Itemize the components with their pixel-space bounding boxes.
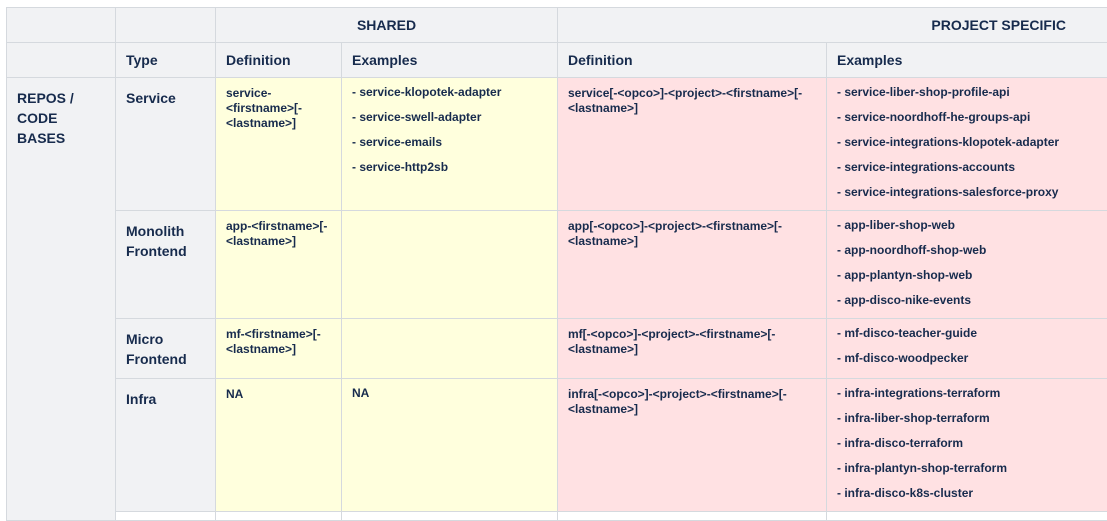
filler-cell	[116, 512, 216, 521]
shared-examples-cell: NA	[342, 379, 558, 512]
list-item: - app-noordhoff-shop-web	[837, 243, 1106, 258]
project-definition-cell: mf[-<opco>]-<project>-<firstname>[-<last…	[558, 319, 827, 379]
list-item: - service-liber-shop-profile-api	[837, 85, 1106, 100]
shared-definition-cell: app-<firstname>[-<lastname>]	[216, 211, 342, 319]
shared-definition-cell: mf-<firstname>[-<lastname>]	[216, 319, 342, 379]
category-label: REPOS / CODE BASES	[7, 78, 116, 521]
table-row-micro-frontend: Micro Frontend mf-<firstname>[-<lastname…	[7, 319, 1107, 379]
shared-definition-cell: NA	[216, 379, 342, 512]
filler-cell	[216, 512, 342, 521]
header-shared: SHARED	[216, 8, 558, 43]
list-item: - infra-integrations-terraform	[837, 386, 1106, 401]
list-item: - infra-disco-terraform	[837, 436, 1106, 451]
shared-definition-cell: service-<firstname>[-<lastname>]	[216, 78, 342, 211]
list-item: - app-disco-nike-events	[837, 293, 1106, 308]
filler-cell	[827, 512, 1107, 521]
header-project-specific: PROJECT SPECIFIC	[558, 8, 1107, 43]
subheader-shared-examples: Examples	[342, 43, 558, 78]
list-item: - service-emails	[352, 135, 547, 150]
shared-examples-cell	[342, 319, 558, 379]
subheader-project-definition: Definition	[558, 43, 827, 78]
list-item: - service-integrations-accounts	[837, 160, 1106, 175]
list-item: - service-integrations-salesforce-proxy	[837, 185, 1106, 200]
header-corner	[7, 8, 116, 43]
list-item: - infra-plantyn-shop-terraform	[837, 461, 1106, 476]
list-item: NA	[352, 386, 547, 401]
subheader-shared-definition: Definition	[216, 43, 342, 78]
header-row: SHARED PROJECT SPECIFIC	[7, 8, 1107, 43]
table-row-filler	[7, 512, 1107, 521]
shared-examples-cell	[342, 211, 558, 319]
list-item: - service-klopotek-adapter	[352, 85, 547, 100]
subheader-type: Type	[116, 43, 216, 78]
list-item: - app-plantyn-shop-web	[837, 268, 1106, 283]
filler-cell	[342, 512, 558, 521]
type-cell: Service	[116, 78, 216, 211]
project-definition-cell: app[-<opco>]-<project>-<firstname>[-<las…	[558, 211, 827, 319]
subheader-corner	[7, 43, 116, 78]
list-item: - service-noordhoff-he-groups-api	[837, 110, 1106, 125]
subheader-row: Type Definition Examples Definition Exam…	[7, 43, 1107, 78]
table-row-service: REPOS / CODE BASES Service service-<firs…	[7, 78, 1107, 211]
project-examples-cell: - service-liber-shop-profile-api - servi…	[827, 78, 1107, 211]
list-item: - infra-liber-shop-terraform	[837, 411, 1106, 426]
project-examples-cell: - app-liber-shop-web - app-noordhoff-sho…	[827, 211, 1107, 319]
list-item: - service-integrations-klopotek-adapter	[837, 135, 1106, 150]
type-cell: Infra	[116, 379, 216, 512]
subheader-project-examples: Examples	[827, 43, 1107, 78]
list-item: - mf-disco-woodpecker	[837, 351, 1106, 366]
list-item: - app-liber-shop-web	[837, 218, 1106, 233]
project-definition-cell: infra[-<opco>]-<project>-<firstname>[-<l…	[558, 379, 827, 512]
list-item: - infra-disco-k8s-cluster	[837, 486, 1106, 501]
list-item: - service-swell-adapter	[352, 110, 547, 125]
list-item: - mf-disco-teacher-guide	[837, 326, 1106, 341]
header-type-spacer	[116, 8, 216, 43]
table-row-monolith-frontend: Monolith Frontend app-<firstname>[-<last…	[7, 211, 1107, 319]
project-definition-cell: service[-<opco>]-<project>-<firstname>[-…	[558, 78, 827, 211]
shared-examples-cell: - service-klopotek-adapter - service-swe…	[342, 78, 558, 211]
list-item: - service-http2sb	[352, 160, 547, 175]
filler-cell	[558, 512, 827, 521]
project-examples-cell: - infra-integrations-terraform - infra-l…	[827, 379, 1107, 512]
table-row-infra: Infra NA NA infra[-<opco>]-<project>-<fi…	[7, 379, 1107, 512]
naming-convention-table: SHARED PROJECT SPECIFIC Type Definition …	[6, 7, 1107, 521]
project-examples-cell: - mf-disco-teacher-guide - mf-disco-wood…	[827, 319, 1107, 379]
type-cell: Micro Frontend	[116, 319, 216, 379]
type-cell: Monolith Frontend	[116, 211, 216, 319]
